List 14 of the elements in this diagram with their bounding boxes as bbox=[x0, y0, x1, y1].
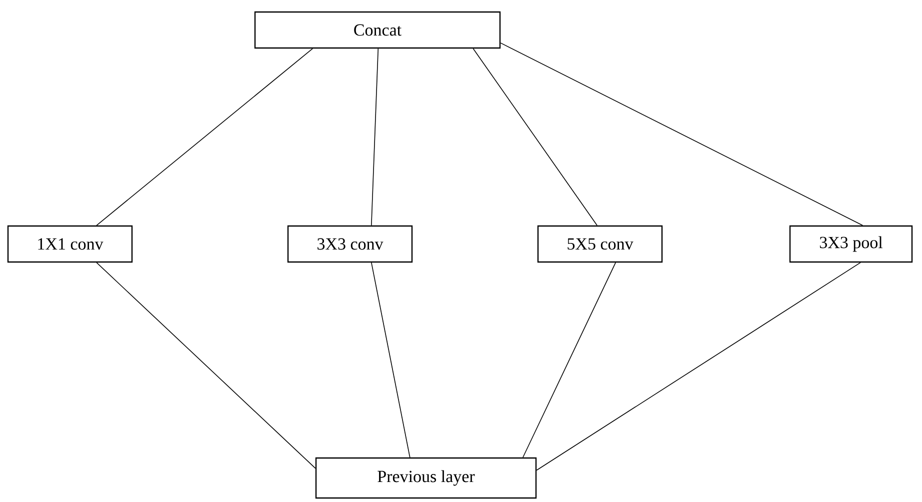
connector-line bbox=[96, 262, 316, 469]
connector-line bbox=[96, 48, 314, 226]
layer-box: 1X1 conv bbox=[7, 225, 133, 263]
layer-box: Concat bbox=[254, 11, 501, 49]
connector-line bbox=[536, 262, 861, 471]
layer-box: 3X3 pool bbox=[789, 225, 913, 263]
connector-line bbox=[472, 48, 598, 226]
connector-line bbox=[500, 42, 864, 226]
layer-box: Previous layer bbox=[315, 457, 537, 499]
layer-box: 5X5 conv bbox=[537, 225, 663, 263]
connector-line bbox=[371, 48, 379, 226]
layer-box: 3X3 conv bbox=[287, 225, 413, 263]
connector-line bbox=[371, 262, 410, 458]
connector-line bbox=[522, 262, 616, 458]
